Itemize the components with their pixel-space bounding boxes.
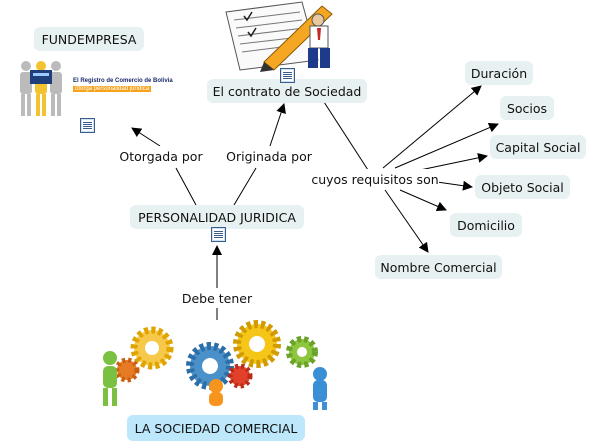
contract-illustration	[225, 1, 333, 72]
node-socios[interactable]: Socios	[500, 96, 554, 120]
fundempresa-logo-figures	[20, 61, 62, 116]
link-label-otorgada-por: Otorgada por	[118, 146, 204, 166]
document-icon[interactable]	[211, 227, 226, 242]
logo-text-line2: otorga personalidad jurídica	[73, 86, 152, 92]
document-icon[interactable]	[280, 68, 295, 83]
node-objeto-social[interactable]: Objeto Social	[475, 175, 570, 199]
node-la-sociedad-comercial[interactable]: LA SOCIEDAD COMERCIAL	[127, 415, 305, 441]
link-label-originada-por: Originada por	[225, 146, 313, 166]
node-personalidad-juridica[interactable]: PERSONALIDAD JURIDICA	[130, 205, 304, 229]
node-nombre-comercial[interactable]: Nombre Comercial	[375, 255, 502, 279]
node-capital-social[interactable]: Capital Social	[490, 135, 586, 159]
gears-illustration	[103, 320, 327, 410]
logo-text-line1: El Registro de Comercio de Bolivia	[73, 78, 173, 84]
link-label-debe-tener: Debe tener	[180, 288, 254, 308]
node-contrato-de-sociedad[interactable]: El contrato de Sociedad	[207, 79, 367, 103]
link-label-cuyos-requisitos-son: cuyos requisitos son	[311, 169, 439, 189]
node-domicilio[interactable]: Domicilio	[450, 213, 522, 237]
node-duracion[interactable]: Duración	[465, 61, 533, 85]
document-icon[interactable]	[80, 118, 95, 133]
node-fundempresa[interactable]: FUNDEMPRESA	[34, 27, 144, 51]
